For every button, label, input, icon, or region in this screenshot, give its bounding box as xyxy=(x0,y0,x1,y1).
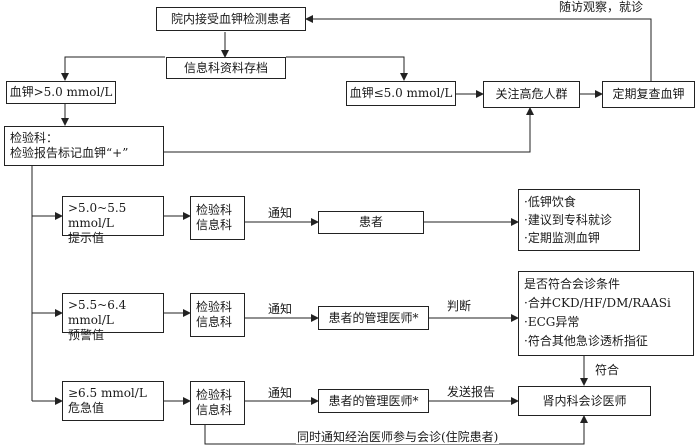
advice-item: ·建议到专科就诊 xyxy=(524,213,612,227)
intake-label: 院内接受血钾检测患者 xyxy=(170,11,291,26)
meets-label: 符合 xyxy=(594,363,621,377)
labinfo-3-line1: 检验科 xyxy=(196,388,233,402)
patient-label: 患者 xyxy=(358,215,383,229)
patient-box: 患者 xyxy=(318,211,424,234)
level2-name: 预警值 xyxy=(68,328,105,342)
bottom-note-label: 同时通知经治医师参与会诊(住院患者) xyxy=(296,430,500,444)
intake-box: 院内接受血钾检测患者 xyxy=(156,7,306,31)
labinfo-3-line2: 信息科 xyxy=(196,403,233,417)
labinfo-2-line2: 信息科 xyxy=(196,315,233,329)
archive-label: 信息科资料存档 xyxy=(183,60,268,75)
k-high-label: 血钾>5.0 mmol/L xyxy=(9,85,113,99)
lab-line1: 检验科： xyxy=(10,131,59,145)
doctor-box-1: 患者的管理医师* xyxy=(318,306,429,330)
advice-box: ·低钾饮食 ·建议到专科就诊 ·定期监测血钾 xyxy=(518,189,640,251)
doctor-1-label: 患者的管理医师* xyxy=(328,310,419,325)
nephro-box: 肾内科会诊医师 xyxy=(518,386,651,416)
level3-name: 危急值 xyxy=(68,401,105,415)
notify-label-3: 通知 xyxy=(267,386,294,400)
k-high-box: 血钾>5.0 mmol/L xyxy=(6,81,116,104)
doctor-box-2: 患者的管理医师* xyxy=(318,389,429,413)
advice-item: ·低钾饮食 xyxy=(524,195,576,209)
recheck-box: 定期复查血钾 xyxy=(602,81,695,108)
k-low-box: 血钾≤5.0 mmol/L xyxy=(346,81,456,106)
level3-box: ≥6.5 mmol/L 危急值 xyxy=(62,381,164,421)
high-risk-box: 关注高危人群 xyxy=(483,81,580,108)
criteria-item: ·符合其他急诊透析指征 xyxy=(524,334,648,348)
criteria-title: 是否符合会诊条件 xyxy=(524,277,621,291)
recheck-label: 定期复查血钾 xyxy=(612,87,685,101)
level3-range: ≥6.5 mmol/L xyxy=(68,386,147,400)
criteria-item: ·合并CKD/HF/DM/RAASi xyxy=(524,296,671,310)
doctor-2-label: 患者的管理医师* xyxy=(328,393,419,408)
level1-box: >5.0~5.5 mmol/L 提示值 xyxy=(62,196,164,245)
k-low-label: 血钾≤5.0 mmol/L xyxy=(349,86,453,100)
labinfo-box-1: 检验科 信息科 xyxy=(190,196,245,240)
notify-label-2: 通知 xyxy=(267,302,294,316)
nephro-label: 肾内科会诊医师 xyxy=(542,393,627,408)
level2-box: >5.5~6.4 mmol/L 预警值 xyxy=(62,293,164,342)
level2-range: >5.5~6.4 mmol/L xyxy=(68,298,127,327)
criteria-item: ·ECG异常 xyxy=(524,315,580,329)
labinfo-1-line1: 检验科 xyxy=(196,203,233,217)
advice-item: ·定期监测血钾 xyxy=(524,231,600,245)
labinfo-1-line2: 信息科 xyxy=(196,218,233,232)
lab-line2: 检验报告标记血钾“+” xyxy=(10,146,129,160)
notify-label-1: 通知 xyxy=(267,206,294,220)
labinfo-box-3: 检验科 信息科 xyxy=(190,381,245,425)
labinfo-box-2: 检验科 信息科 xyxy=(190,293,245,337)
high-risk-label: 关注高危人群 xyxy=(495,87,568,101)
labinfo-2-line1: 检验科 xyxy=(196,300,233,314)
level1-name: 提示值 xyxy=(68,231,105,245)
level1-range: >5.0~5.5 mmol/L xyxy=(68,201,127,230)
criteria-box: 是否符合会诊条件 ·合并CKD/HF/DM/RAASi ·ECG异常 ·符合其他… xyxy=(518,271,694,356)
judge-label: 判断 xyxy=(446,299,473,313)
archive-box: 信息科资料存档 xyxy=(166,57,286,79)
send-report-label: 发送报告 xyxy=(446,385,497,399)
lab-box: 检验科： 检验报告标记血钾“+” xyxy=(4,126,164,166)
follow-up-label: 随访观察，就诊 xyxy=(558,0,645,14)
